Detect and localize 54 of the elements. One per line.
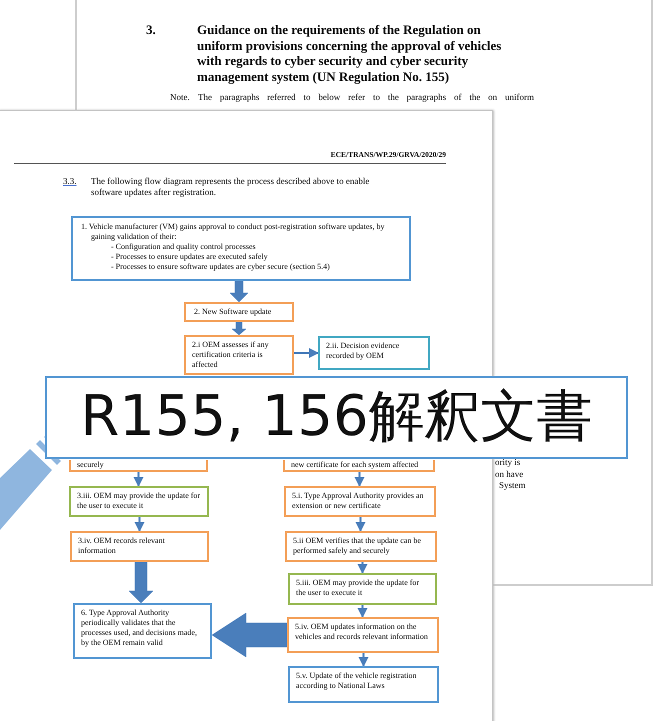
text: The following flow diagram represents the process described above to enable software updates after registration. <box>91 176 370 198</box>
text: 3. <box>146 22 156 38</box>
process-box <box>69 460 208 472</box>
title-banner <box>45 376 628 459</box>
process-box <box>70 531 209 562</box>
process-box <box>71 216 411 281</box>
process-box <box>287 617 439 653</box>
box-text: 2. New Software update <box>194 307 272 317</box>
box-text: 3.iv. OEM records relevant information <box>78 536 166 556</box>
text: 3.3. <box>63 176 76 186</box>
arrow <box>294 348 319 358</box>
process-box <box>184 335 294 375</box>
box-text: 5.v. Update of the vehicle registration according to National Laws <box>296 671 418 691</box>
text: Note. <box>170 92 190 102</box>
box-text: 5.iv. OEM updates information on the vehicles and records relevant information <box>295 622 429 642</box>
arrow <box>358 605 368 618</box>
banner-text: R155, 156解釈文書 <box>79 383 594 451</box>
arrow <box>134 517 144 532</box>
text: System <box>499 480 526 490</box>
process-box <box>73 603 212 659</box>
box-text: 2.i OEM assesses if any certification criteria is affected <box>192 340 270 370</box>
box-text: 5.ii OEM verifies that the update can be performed safely and securely <box>293 536 422 556</box>
arrow <box>358 562 368 574</box>
box-text: 5.iii. OEM may provide the update for the user to execute it <box>296 578 420 598</box>
process-box <box>285 531 437 562</box>
block-arrow <box>230 280 248 302</box>
box-text: - Configuration and quality control processes <box>110 242 257 252</box>
text: Guidance on the requirements of the Regulation on uniform provisions concerning the approval of vehicles with regards to cyber security and cyber security management system (UN Regulation No. 155) <box>197 22 502 84</box>
box-text: 5.i. Type Approval Authority provides an extension or new certificate <box>292 491 424 511</box>
box-text: - Processes to ensure updates are executed safely <box>110 252 269 262</box>
text: ority is <box>495 457 520 467</box>
arrow <box>358 653 368 667</box>
block-arrow <box>232 322 246 336</box>
process-box <box>318 336 430 370</box>
box-text: 3.iii. OEM may provide the update for the user to execute it <box>77 491 201 511</box>
text: The paragraphs referred to below refer to the paragraphs of the on uniform <box>198 92 534 102</box>
box-text: 2.ii. Decision evidence recorded by OEM <box>326 341 400 361</box>
block-arrow <box>128 562 154 604</box>
box-text: new certificate for each system affected <box>291 460 420 469</box>
process-box <box>184 302 294 322</box>
process-box <box>69 486 209 517</box>
block-arrow <box>212 612 288 658</box>
process-box <box>288 573 437 605</box>
process-box <box>283 460 435 472</box>
box-text: 1. Vehicle manufacturer (VM) gains approval to conduct post-registration software updates, by gaining validation of their: <box>81 222 386 242</box>
box-text: - Processes to ensure software updates are cyber secure (section 5.4) <box>110 262 331 272</box>
text: on have <box>495 469 524 479</box>
box-text: 6. Type Approval Authority periodically validates that the processes used, and decisions made, by the OEM remain valid <box>81 608 198 648</box>
arrow <box>356 517 366 532</box>
arrow <box>354 472 364 487</box>
process-box <box>284 486 436 517</box>
process-box <box>288 666 439 703</box>
box-text: securely <box>77 460 105 469</box>
arrow <box>134 472 144 487</box>
